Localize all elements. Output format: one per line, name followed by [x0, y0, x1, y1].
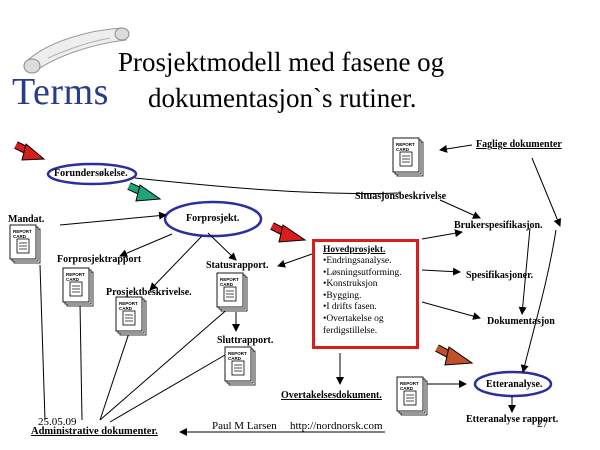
label-statusrapport: Statusrapport.	[206, 260, 269, 271]
label-administrative-dokumenter: Administrative dokumenter.	[31, 426, 158, 437]
list-item: •Bygging.	[323, 290, 362, 301]
label-mandat: Mandat.	[8, 214, 45, 225]
red-arrow-top	[14, 141, 46, 161]
forundersokelse-ellipse	[46, 162, 138, 186]
hovedprosjekt-box	[312, 239, 419, 349]
list-item: •Løsningsutforming.	[323, 267, 402, 278]
page-title-line2: dokumentasjon`s rutiner.	[148, 83, 417, 113]
footer-date: 25.05.09	[38, 416, 77, 428]
green-arrow	[127, 182, 162, 202]
label-overtakelsesdokument: Overtakelsesdokument.	[281, 390, 382, 401]
label-prosjektbeskrivelse: Prosjektbeskrivelse.	[106, 287, 192, 298]
page-title-line1: Prosjektmodell med fasene og	[118, 47, 445, 77]
label-dokumentasjon: Dokumentasjon	[487, 316, 555, 327]
footer-page-number: 27	[537, 418, 548, 430]
list-item: •I drifts fasen.	[323, 302, 377, 313]
footer-url[interactable]: http://nordnorsk.com	[290, 420, 383, 432]
red-arrow-middle	[270, 222, 307, 243]
label-etteranalyse-rapport: Etteranalyse rapport.	[466, 414, 559, 425]
list-item: •Overtakelse og	[323, 313, 384, 324]
terms-logo: Terms	[12, 71, 109, 113]
label-situasjonsbeskrivelse: Situasjonsbeskrivelse	[355, 191, 447, 202]
hovedprosjekt-list: Hovedprosjekt. •Endringsanalyse. •Løsnin…	[323, 244, 402, 337]
label-etteranalyse: Etteranalyse.	[486, 379, 543, 390]
label-sluttrapport: Sluttrapport.	[217, 335, 274, 346]
brown-arrow	[435, 344, 474, 366]
label-forprosjekt: Forprosjekt.	[186, 213, 240, 224]
list-item: ferdigstillelse.	[323, 325, 378, 336]
label-faglige-dokumenter: Faglige dokumenter	[476, 139, 562, 150]
label-spesifikasjoner: Spesifikasjoner.	[466, 270, 534, 281]
hovedprosjekt-title: Hovedprosjekt.	[323, 245, 386, 255]
label-forprosjektrapport: Forprosjektrapport	[57, 254, 142, 265]
label-brukerspesifikasjon: Brukerspesifikasjon.	[454, 220, 543, 231]
list-item: •Endringsanalyse.	[323, 256, 392, 266]
scroll-icon	[23, 27, 130, 74]
list-item: •Konstruksjon	[323, 279, 378, 290]
etteranalyse-ellipse	[473, 370, 553, 398]
connector-lines	[39, 144, 562, 436]
label-forundersokelse: Forundersøkelse.	[54, 168, 128, 179]
footer-author: Paul M Larsen	[212, 420, 277, 432]
